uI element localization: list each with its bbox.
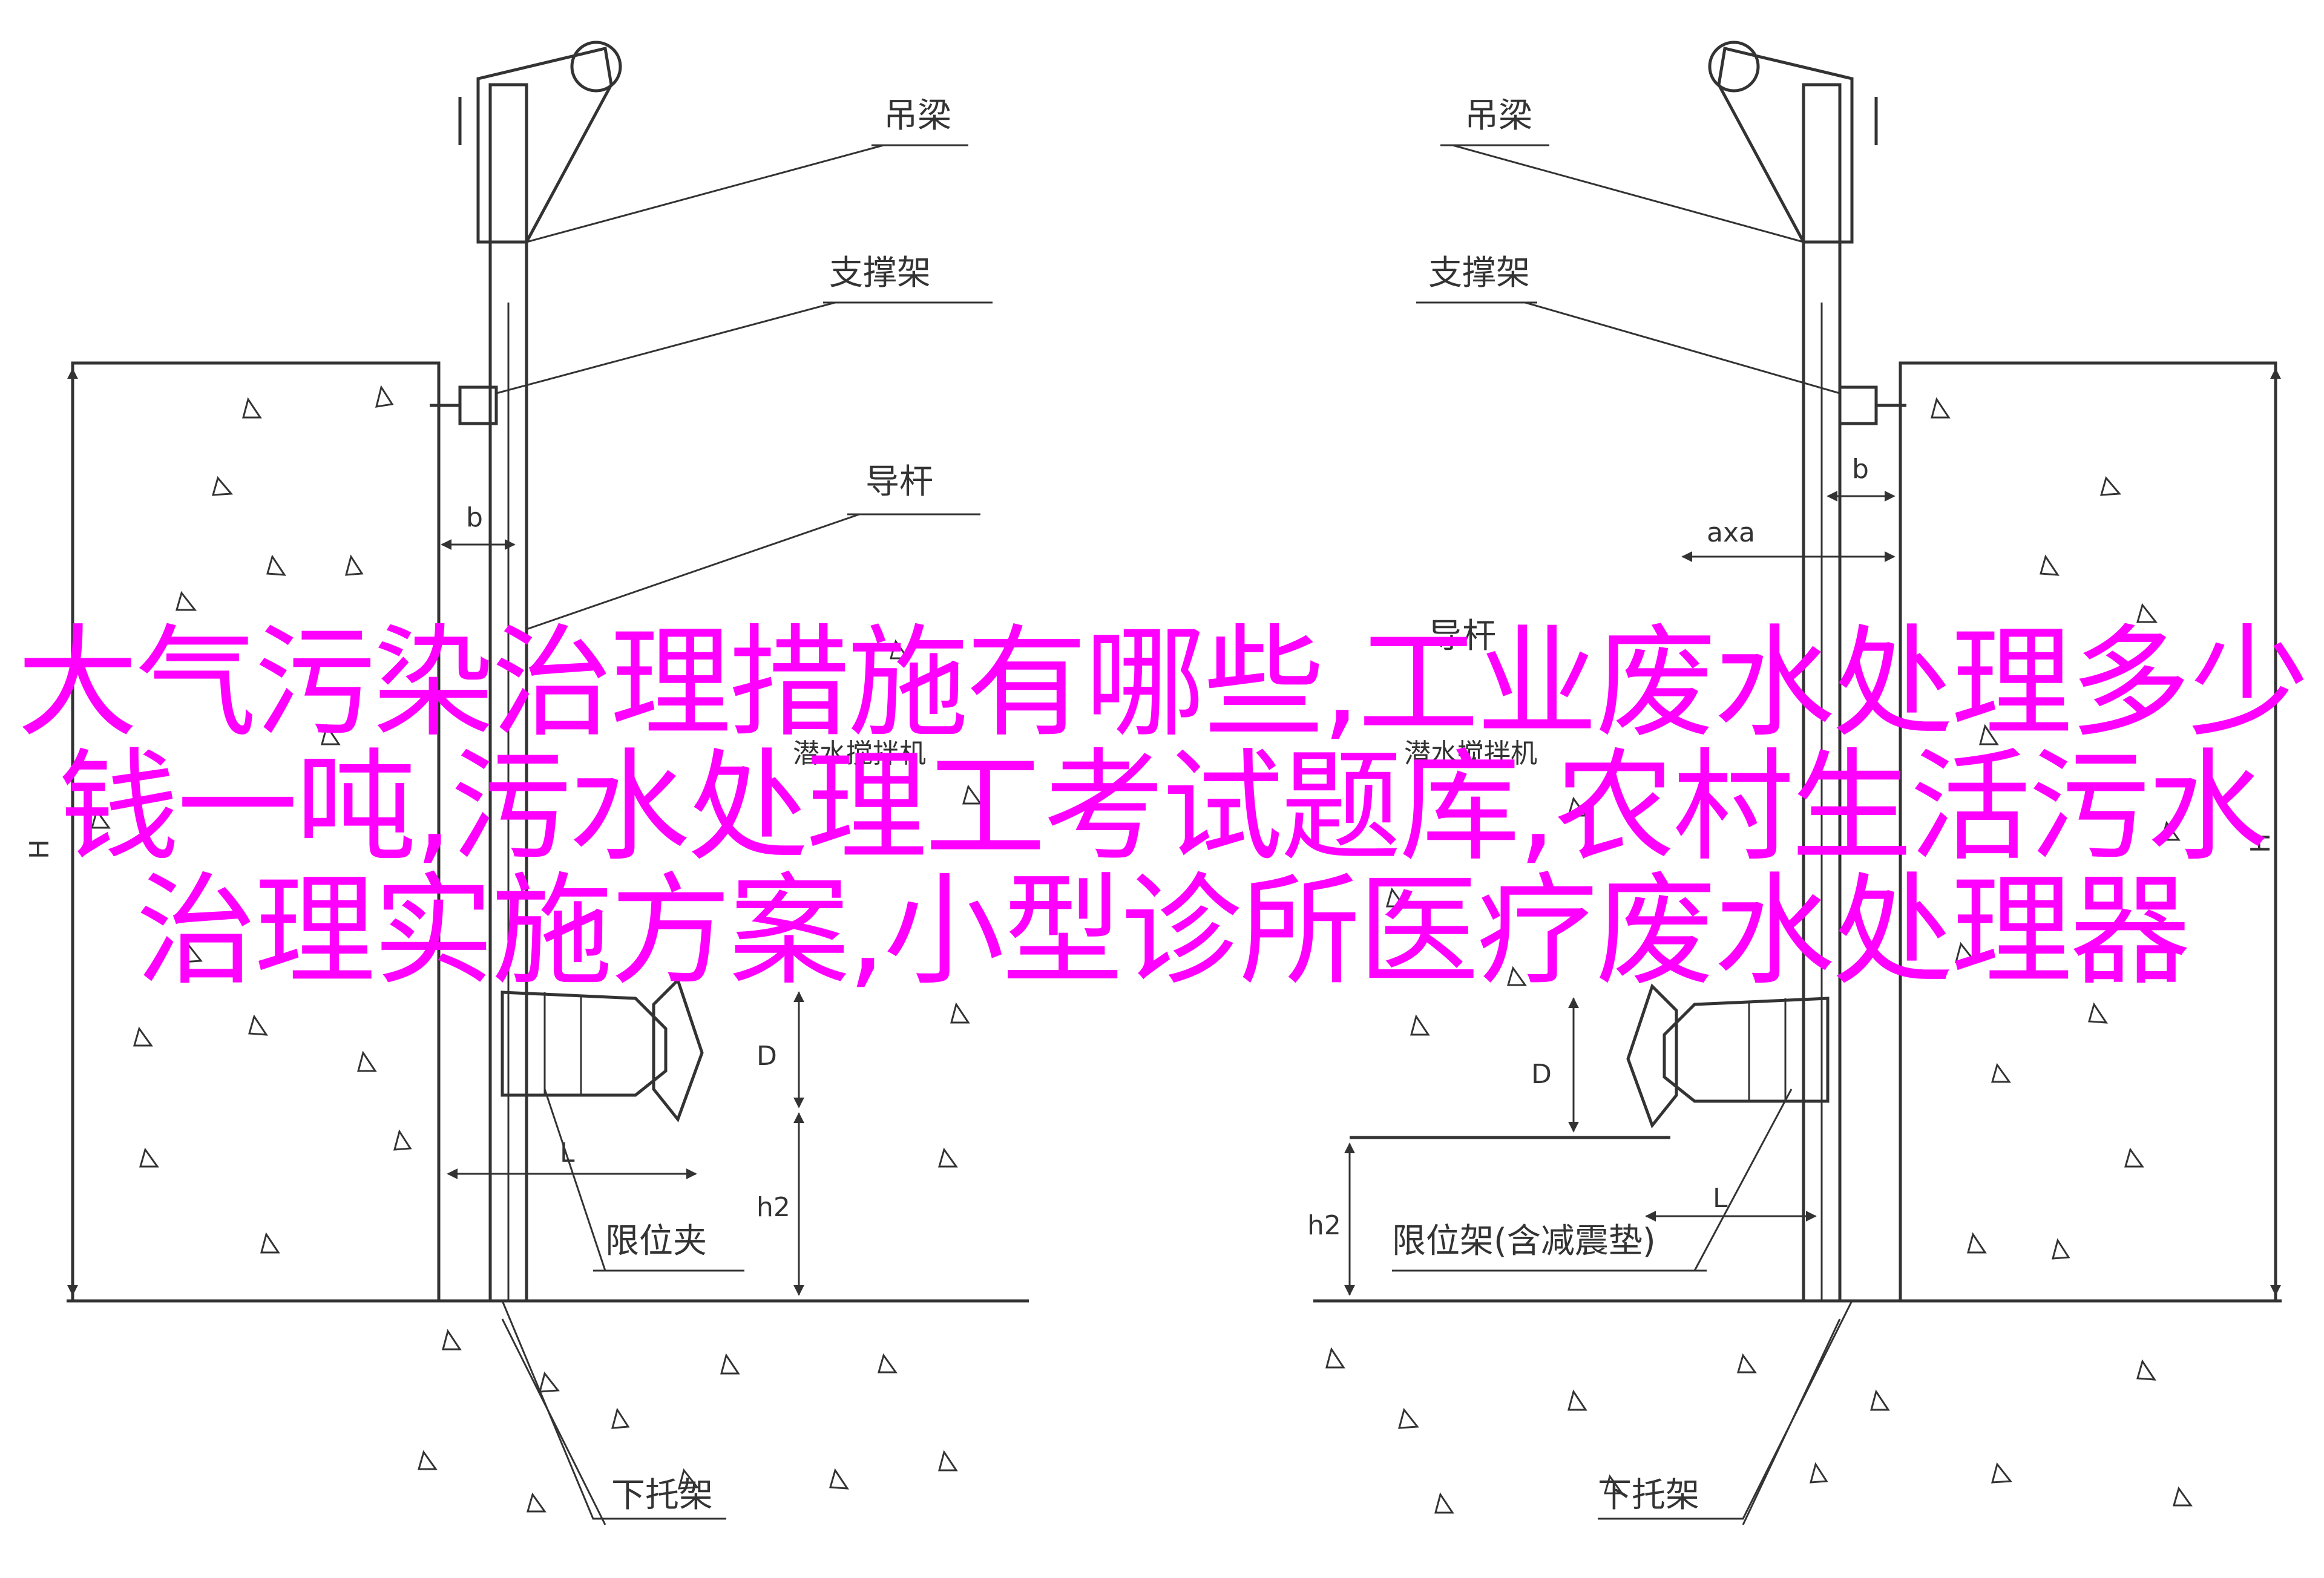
right-dim-L: L	[1713, 1183, 1728, 1214]
left-label-support-frame: 支撑架	[829, 254, 931, 293]
right-concrete-texture	[1325, 397, 2193, 1514]
right-diagram: H b axa D L h2 吊梁 支撑架 导杆	[1307, 41, 2282, 1525]
right-label-limit-frame: 限位架(含减震垫)	[1392, 1222, 1656, 1261]
left-dim-H: H	[24, 839, 55, 859]
left-dim-h2: h2	[757, 1192, 790, 1223]
right-label-lifting-beam: 吊梁	[1465, 96, 1532, 136]
left-label-lifting-beam: 吊梁	[884, 96, 951, 136]
right-support-bracket	[1838, 385, 1878, 425]
left-diagram: H b D L h2	[24, 41, 1029, 1525]
left-concrete-texture	[91, 385, 982, 1513]
right-dim-axa: axa	[1707, 517, 1755, 548]
right-tank-wall	[1899, 361, 2277, 1303]
right-dim-D: D	[1531, 1059, 1552, 1090]
left-label-guide-rod: 导杆	[865, 462, 933, 502]
left-mixer-body	[501, 977, 704, 1123]
right-mixer-body	[1626, 983, 1830, 1129]
left-label-limit-clamp: 限位夹	[605, 1222, 707, 1261]
left-dim-D: D	[757, 1041, 777, 1072]
left-tank-wall	[71, 361, 441, 1303]
left-dim-b: b	[466, 502, 483, 533]
right-dim-h2: h2	[1307, 1210, 1341, 1241]
left-lifting-beam	[476, 46, 613, 244]
right-label-lower-bracket: 下托架	[1598, 1476, 1699, 1515]
right-dim-H: H	[2245, 833, 2276, 853]
right-label-mixer: 潜水搅拌机	[1404, 738, 1537, 769]
left-label-mixer: 潜水搅拌机	[793, 738, 926, 769]
right-dim-b: b	[1852, 454, 1869, 485]
right-lifting-beam	[1717, 46, 1854, 244]
left-label-lower-bracket: 下托架	[611, 1476, 713, 1515]
right-label-support-frame: 支撑架	[1428, 254, 1530, 293]
left-foundation-outline	[501, 1300, 726, 1520]
right-label-guide-rod: 导杆	[1428, 617, 1496, 656]
right-foundation-outline	[1598, 1300, 1853, 1520]
